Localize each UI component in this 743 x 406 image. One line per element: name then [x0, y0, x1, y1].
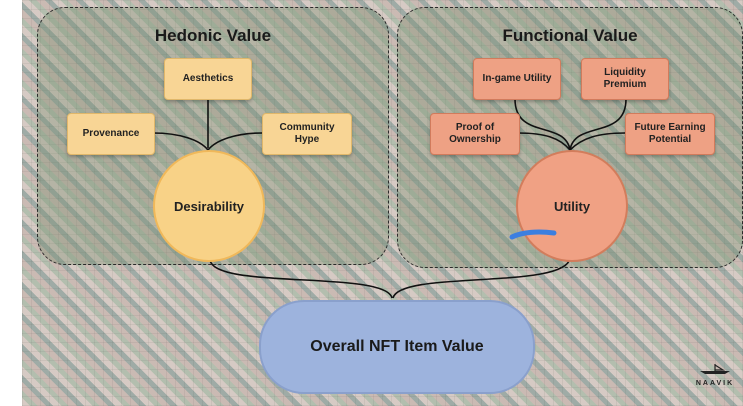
- proof-of-ownership-label-line2: Ownership: [449, 134, 501, 145]
- overall-nft-item-value-label: Overall NFT Item Value: [310, 338, 484, 355]
- liquidity-premium-box: Liquidity Premium: [581, 58, 669, 100]
- ingame-utility-label: In-game Utility: [482, 73, 552, 84]
- connector-provenance: [152, 132, 209, 151]
- future-earning-label-line1: Future Earning: [634, 122, 706, 133]
- ingame-utility-box: In-game Utility: [473, 58, 561, 100]
- functional-value-title: Functional Value: [502, 26, 638, 45]
- connector-desirability-overall: [209, 259, 393, 299]
- overall-nft-item-value-node: Overall NFT Item Value: [259, 300, 535, 394]
- utility-label: Utility: [553, 198, 591, 214]
- naavik-logo-text: NAAVIK: [695, 380, 735, 387]
- blue-scribble-mark: [509, 229, 557, 240]
- future-earning-label-line2: Potential: [648, 134, 692, 145]
- community-hype-label-line2: Hype: [294, 134, 320, 145]
- future-earning-potential-box: Future Earning Potential: [625, 113, 715, 155]
- aesthetics-box: Aesthetics: [164, 58, 252, 100]
- connector-future: [569, 132, 626, 151]
- liquidity-premium-label-line2: Premium: [603, 79, 647, 90]
- hedonic-value-title: Hedonic Value: [154, 26, 272, 45]
- desirability-circle: Desirability: [153, 150, 265, 262]
- community-hype-label-line1: Community: [279, 122, 335, 133]
- desirability-label: Desirability: [173, 198, 245, 214]
- naavik-logo: NAAVIK: [692, 362, 738, 387]
- utility-circle: Utility: [516, 150, 628, 262]
- connector-liquidity: [569, 98, 627, 151]
- boat-icon: [700, 364, 730, 374]
- connector-utility-overall: [392, 257, 571, 299]
- liquidity-premium-label-line1: Liquidity: [604, 67, 646, 78]
- aesthetics-label: Aesthetics: [182, 73, 234, 84]
- connector-proof: [517, 132, 571, 151]
- provenance-box: Provenance: [67, 113, 155, 155]
- community-hype-box: Community Hype: [262, 113, 352, 155]
- connector-community-hype: [207, 132, 263, 151]
- provenance-label: Provenance: [82, 128, 140, 139]
- proof-of-ownership-label-line1: Proof of: [455, 122, 495, 133]
- connector-ingame: [514, 98, 571, 151]
- proof-of-ownership-box: Proof of Ownership: [430, 113, 520, 155]
